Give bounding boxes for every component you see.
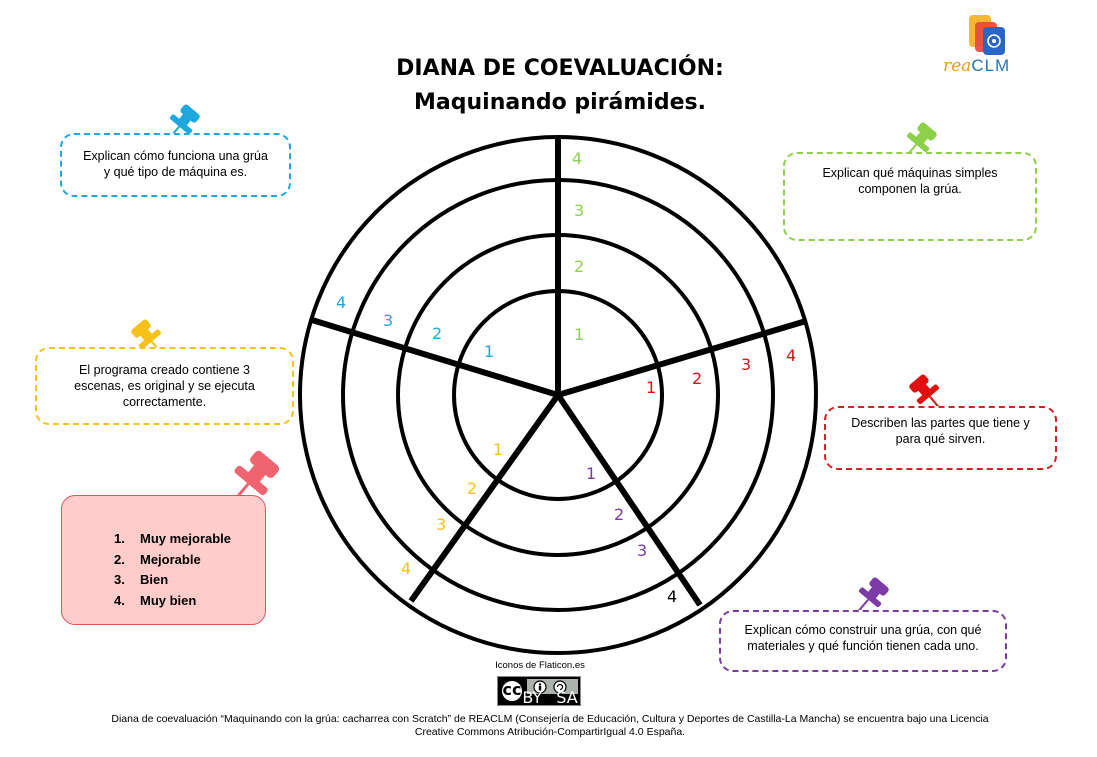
logo-rea: rea [943, 56, 972, 76]
purple-level-2: 2 [614, 505, 624, 524]
red-level-4: 4 [786, 346, 796, 365]
blue-level-4: 4 [336, 293, 346, 312]
legend-item: 2.Mejorable [114, 551, 201, 567]
reaclm-logo-text: reaCLM [943, 56, 1010, 76]
blue-level-2: 2 [432, 324, 442, 343]
yellow-level-3: 3 [436, 515, 446, 534]
svg-text:cc: cc [503, 680, 522, 699]
cc-icon [500, 679, 524, 703]
criterion-text: Explican qué máquinas simples [822, 166, 998, 180]
purple-level-3: 3 [637, 541, 647, 560]
criterion-box-yellow: El programa creado contiene 3 escenas, e… [35, 347, 294, 425]
yellow-level-2: 2 [467, 479, 477, 498]
spoke-left [311, 317, 559, 398]
red-level-2: 2 [692, 369, 702, 388]
spoke-bottom-left [408, 393, 561, 603]
legend-pin-icon [233, 450, 280, 501]
cc-license-label: BY SA [522, 688, 577, 706]
criterion-text: Describen las partes que tiene y [851, 416, 1030, 430]
purple-level-4: 4 [667, 587, 677, 606]
criterion-box-green: Explican qué máquinas simples componen l… [783, 152, 1037, 241]
red-level-1: 1 [646, 378, 656, 397]
red-pin-icon [909, 374, 940, 408]
criterion-box-blue: Explican cómo funciona una grúa y qué ti… [60, 133, 291, 197]
legend-item: 4.Muy bien [114, 592, 197, 608]
green-pin-icon [906, 122, 937, 156]
yellow-level-1: 1 [493, 440, 503, 459]
criterion-text: Explican cómo funciona una grúa [83, 149, 268, 163]
green-level-1: 1 [574, 325, 584, 344]
legend-item: 1.Muy mejorable [114, 531, 232, 546]
green-level-3: 3 [574, 201, 584, 220]
sa-icon [553, 680, 567, 694]
criterion-text: componen la grúa. [858, 182, 962, 196]
criterion-text: Explican cómo construir una grúa, con qu… [744, 623, 982, 637]
reaclm-logo [969, 15, 1005, 55]
spoke-right [557, 318, 807, 398]
spoke-bottom-right [555, 393, 703, 607]
purple-level-1: 1 [586, 464, 596, 483]
logo-clm: CLM [971, 56, 1011, 75]
diagram-subtitle: Maquinando pirámides. [414, 90, 706, 115]
footer-line: Diana de coevaluación “Maquinando con la… [111, 713, 989, 725]
green-level-2: 2 [574, 257, 584, 276]
rating-legend: 1.Muy mejorable 2.Mejorable 3.Bien 4.Muy… [61, 495, 266, 625]
icons-credit: Iconos de Flaticon.es [495, 660, 585, 671]
criterion-text: correctamente. [122, 395, 207, 409]
criterion-box-red: Describen las partes que tiene y para qu… [824, 406, 1057, 470]
blue-level-1: 1 [484, 342, 494, 361]
license-footer: Diana de coevaluación “Maquinando con la… [60, 713, 1040, 739]
criterion-text: y qué tipo de máquina es. [103, 165, 248, 179]
yellow-level-4: 4 [401, 559, 411, 578]
criterion-text: para qué sirven. [895, 432, 986, 446]
criterion-text: El programa creado contiene 3 [79, 363, 250, 377]
cc-by-sa-badge: cc BY SA [497, 676, 581, 706]
criterion-text: materiales y qué función tienen cada uno… [747, 639, 979, 653]
footer-line: Creative Commons Atribución-CompartirIgu… [414, 726, 686, 738]
purple-pin-icon [858, 577, 889, 611]
red-level-3: 3 [741, 355, 751, 374]
criterion-text: escenas, es original y se ejecuta [74, 379, 255, 393]
criterion-box-purple: Explican cómo construir una grúa, con qu… [719, 610, 1007, 672]
green-level-4: 4 [572, 149, 582, 168]
diagram-title: DIANA DE COEVALUACIÓN: [396, 56, 724, 81]
yellow-pin-icon [131, 319, 162, 353]
blue-level-3: 3 [383, 311, 393, 330]
legend-item: 3.Bien [114, 572, 169, 587]
